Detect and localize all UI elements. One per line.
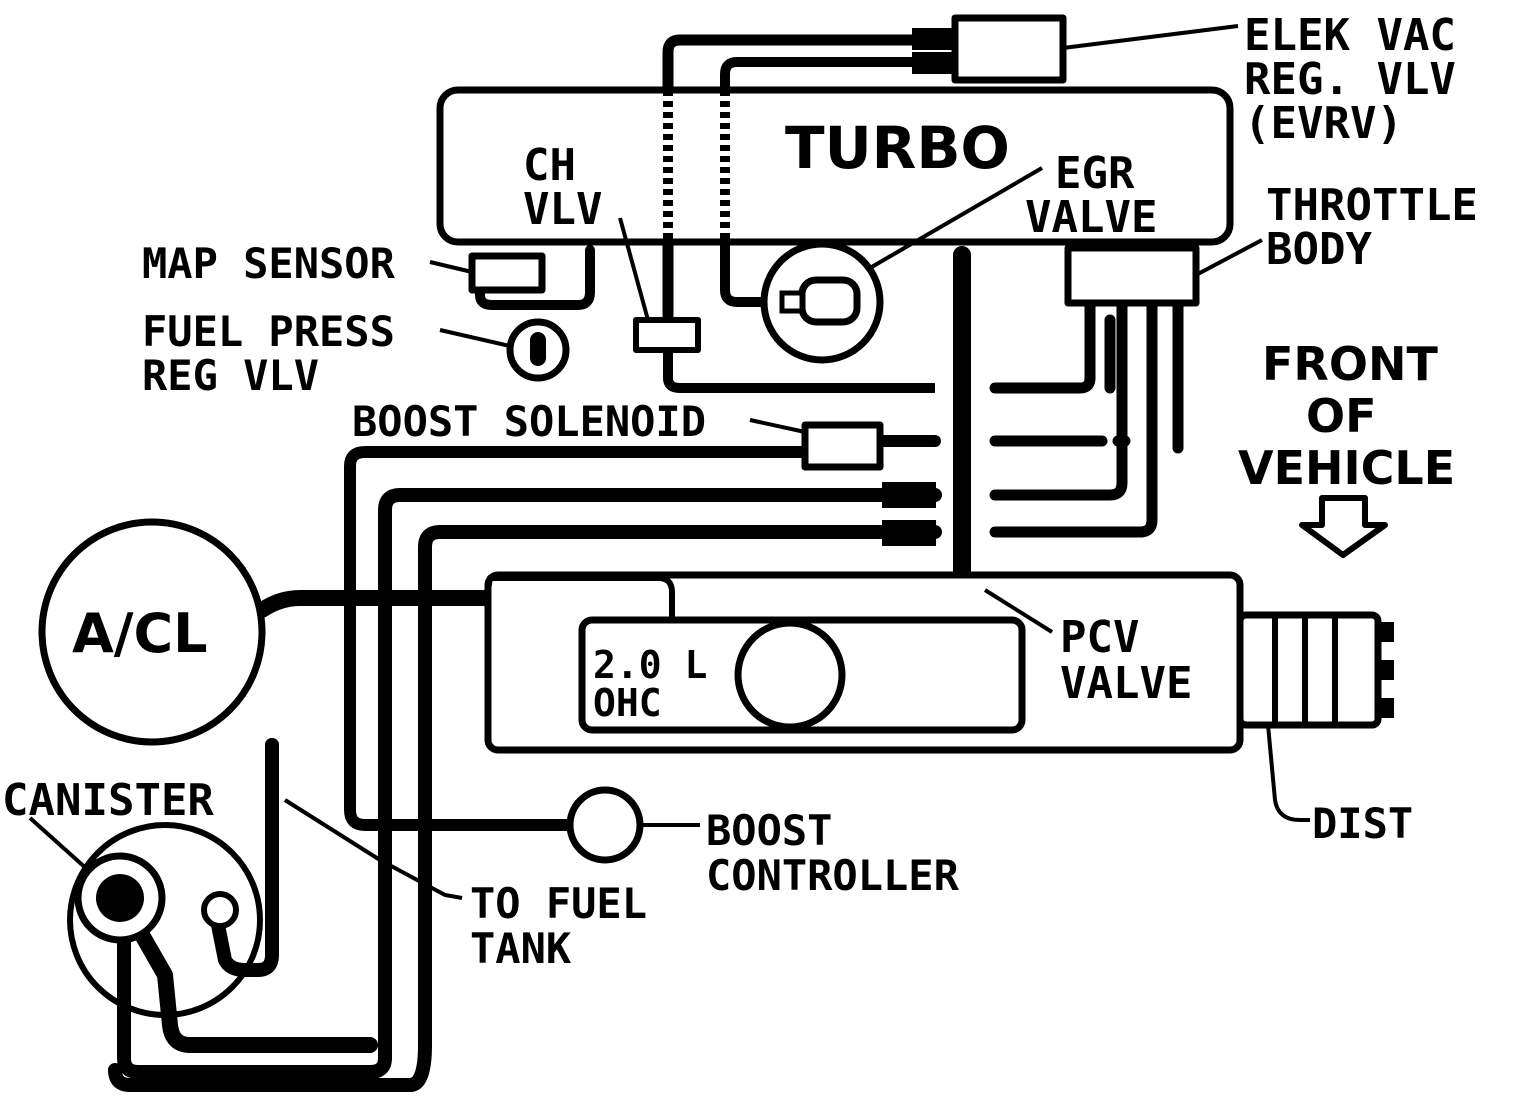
hose-fittings bbox=[882, 376, 953, 546]
throttle-body bbox=[1064, 244, 1200, 307]
label-elek-vac-3: (EVRV) bbox=[1244, 98, 1403, 149]
label-map-sensor: MAP SENSOR bbox=[142, 239, 396, 288]
hose-double-b-inner bbox=[426, 530, 932, 1042]
label-pcv-1: PCV bbox=[1060, 612, 1139, 663]
label-elek-vac-1: ELEK VAC bbox=[1244, 10, 1456, 61]
label-canister: CANISTER bbox=[2, 775, 214, 826]
boost-controller-body bbox=[566, 786, 644, 864]
air-cleaner bbox=[38, 518, 266, 746]
label-front-1: FRONT bbox=[1262, 337, 1438, 391]
evrv-body bbox=[951, 14, 1067, 84]
hose-canister-inner bbox=[114, 892, 378, 1053]
label-fuel-press-2: REG VLV bbox=[142, 351, 319, 400]
label-throttle-body-2: BODY bbox=[1266, 224, 1372, 275]
label-engine-2: OHC bbox=[593, 681, 662, 725]
throttle-body-leader bbox=[1195, 238, 1263, 277]
fitting-b bbox=[882, 520, 936, 546]
hose-ch-vlv-run bbox=[663, 340, 940, 393]
boost-solenoid-body bbox=[801, 421, 884, 471]
hose-canister-return-b bbox=[108, 1038, 432, 1092]
label-acl: A/CL bbox=[72, 602, 208, 665]
ch-vlv-body bbox=[633, 317, 701, 353]
label-egr-2: VALVE bbox=[1025, 192, 1157, 243]
egr-valve-diaphragm bbox=[798, 276, 861, 326]
label-front-2: OF bbox=[1306, 389, 1377, 443]
hose-canister-return bbox=[117, 893, 392, 1079]
hose-canister-purge bbox=[208, 738, 279, 977]
map-sensor-leader bbox=[429, 260, 473, 274]
evrv-port-2 bbox=[912, 52, 957, 74]
fitting-a bbox=[882, 482, 936, 508]
label-ch-vlv-1: CH bbox=[523, 140, 576, 191]
boost-solenoid-leader bbox=[749, 418, 806, 434]
dist-terminal-2 bbox=[1378, 660, 1394, 680]
hose-tb-4 bbox=[989, 299, 1158, 538]
front-arrow-icon bbox=[1299, 495, 1388, 558]
hose-tb-3 bbox=[989, 299, 1128, 501]
pcv-leader bbox=[983, 588, 1054, 634]
fuel-press-reg-port bbox=[530, 332, 546, 366]
label-elek-vac-2: REG. VLV bbox=[1244, 54, 1456, 105]
label-boost-controller-2: CONTROLLER bbox=[706, 851, 960, 900]
hose-tb-1 bbox=[989, 299, 1096, 394]
to-fuel-tank-leader bbox=[283, 798, 463, 900]
label-to-fuel-tank-1: TO FUEL bbox=[470, 879, 647, 928]
dist-terminal-1 bbox=[1378, 622, 1394, 642]
engine-oil-cap bbox=[734, 619, 846, 731]
hose-evrv-outer bbox=[662, 34, 961, 324]
label-pcv-2: VALVE bbox=[1060, 658, 1192, 709]
fuel-press-leader bbox=[439, 328, 511, 348]
canister-port-purge bbox=[201, 891, 239, 929]
label-ch-vlv-2: VLV bbox=[523, 184, 602, 235]
dist-leader bbox=[1266, 724, 1310, 822]
egr-valve-port bbox=[779, 290, 805, 314]
label-front-3: VEHICLE bbox=[1238, 441, 1455, 495]
ch-vlv-leader bbox=[618, 217, 650, 321]
hose-map-sensor bbox=[475, 245, 595, 310]
canister-body bbox=[67, 822, 263, 1018]
hose-acl-inside bbox=[485, 575, 675, 623]
evrv-port-1 bbox=[912, 28, 957, 50]
hose-solenoid-to-controller bbox=[344, 446, 811, 831]
label-egr-1: EGR bbox=[1055, 148, 1135, 199]
dist-terminal-3 bbox=[1378, 698, 1394, 718]
egr-leader bbox=[868, 166, 1044, 270]
gap-1 bbox=[935, 376, 953, 398]
distributor-body bbox=[1236, 611, 1382, 729]
canister-port-main bbox=[96, 874, 144, 922]
label-to-fuel-tank-2: TANK bbox=[470, 924, 572, 973]
hose-double-a-inner bbox=[386, 493, 932, 1054]
evrv-leader bbox=[1062, 24, 1239, 50]
label-throttle-body-1: THROTTLE bbox=[1266, 180, 1478, 231]
labels: ELEK VAC REG. VLV (EVRV) TURBO CH VLV EG… bbox=[2, 10, 1478, 973]
label-fuel-press-1: FUEL PRESS bbox=[142, 307, 395, 356]
vacuum-hoses bbox=[108, 34, 1184, 1092]
canister-leader bbox=[28, 816, 90, 872]
label-engine-1: 2.0 L bbox=[593, 643, 707, 687]
label-turbo: TURBO bbox=[785, 114, 1010, 182]
label-dist: DIST bbox=[1312, 799, 1413, 848]
label-boost-solenoid: BOOST SOLENOID bbox=[352, 397, 706, 446]
label-boost-controller-1: BOOST bbox=[706, 806, 832, 855]
map-sensor-body bbox=[468, 252, 546, 294]
